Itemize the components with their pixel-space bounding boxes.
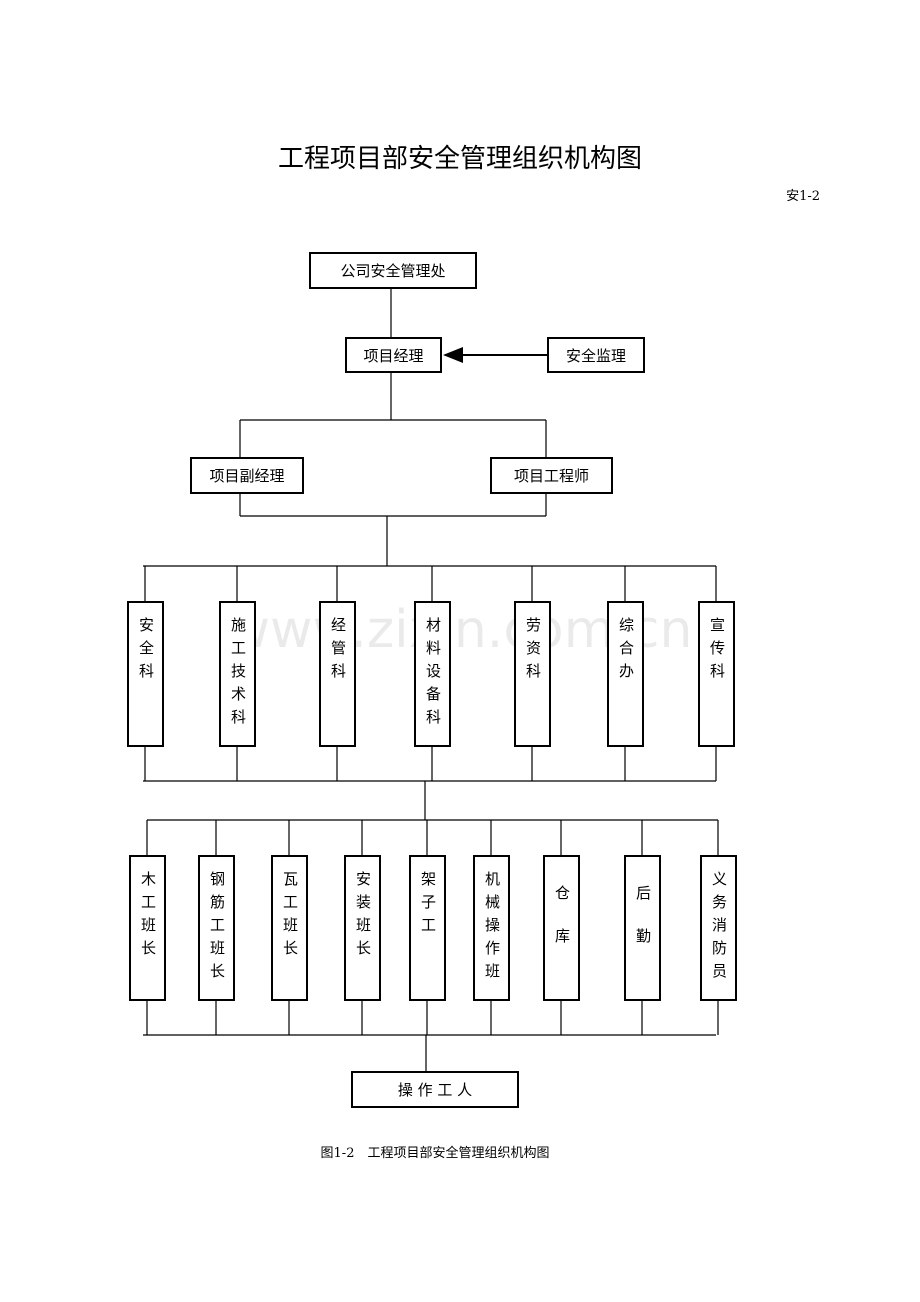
departments-label: 劳资科 — [524, 617, 542, 686]
departments-box: 经管科 — [319, 601, 356, 747]
teams-label: 钢筋工班长 — [208, 871, 226, 986]
page-title: 工程项目部安全管理组织机构图 — [277, 144, 642, 174]
teams-label: 义务消防员 — [710, 871, 728, 986]
teams-label: 机械操作班 — [483, 871, 501, 986]
teams-label: 仓库 — [553, 885, 571, 971]
departments-box: 劳资科 — [514, 601, 551, 747]
deputy-manager-box: 项目副经理 — [190, 457, 304, 494]
figure-caption: 图1-2 工程项目部安全管理组织机构图 — [320, 1146, 550, 1161]
teams-label: 后勤 — [634, 885, 652, 971]
teams-box: 瓦工班长 — [271, 855, 308, 1001]
teams-label: 安装班长 — [354, 871, 372, 963]
departments-label: 材料设备科 — [424, 617, 442, 732]
teams-box: 义务消防员 — [700, 855, 737, 1001]
project-engineer-box: 项目工程师 — [490, 457, 613, 494]
departments-label: 经管科 — [329, 617, 347, 686]
teams-box: 木工班长 — [129, 855, 166, 1001]
document-code: 安1-2 — [786, 189, 820, 204]
project-manager-box: 项目经理 — [345, 337, 442, 373]
teams-box: 安装班长 — [344, 855, 381, 1001]
teams-box: 仓库 — [543, 855, 580, 1001]
safety-supervisor-box: 安全监理 — [547, 337, 645, 373]
departments-label: 施工技术科 — [229, 617, 247, 732]
teams-label: 架子工 — [419, 871, 437, 940]
teams-label: 木工班长 — [139, 871, 157, 963]
departments-box: 综合办 — [607, 601, 644, 747]
departments-label: 宣传科 — [708, 617, 726, 686]
departments-label: 安全科 — [137, 617, 155, 686]
teams-box: 钢筋工班长 — [198, 855, 235, 1001]
teams-box: 后勤 — [624, 855, 661, 1001]
teams-box: 机械操作班 — [473, 855, 510, 1001]
departments-box: 施工技术科 — [219, 601, 256, 747]
teams-box: 架子工 — [409, 855, 446, 1001]
departments-box: 安全科 — [127, 601, 164, 747]
departments-label: 综合办 — [617, 617, 635, 686]
departments-box: 材料设备科 — [414, 601, 451, 747]
teams-label: 瓦工班长 — [281, 871, 299, 963]
company-safety-office-box: 公司安全管理处 — [309, 252, 477, 289]
workers-box: 操 作 工 人 — [351, 1071, 519, 1108]
departments-box: 宣传科 — [698, 601, 735, 747]
